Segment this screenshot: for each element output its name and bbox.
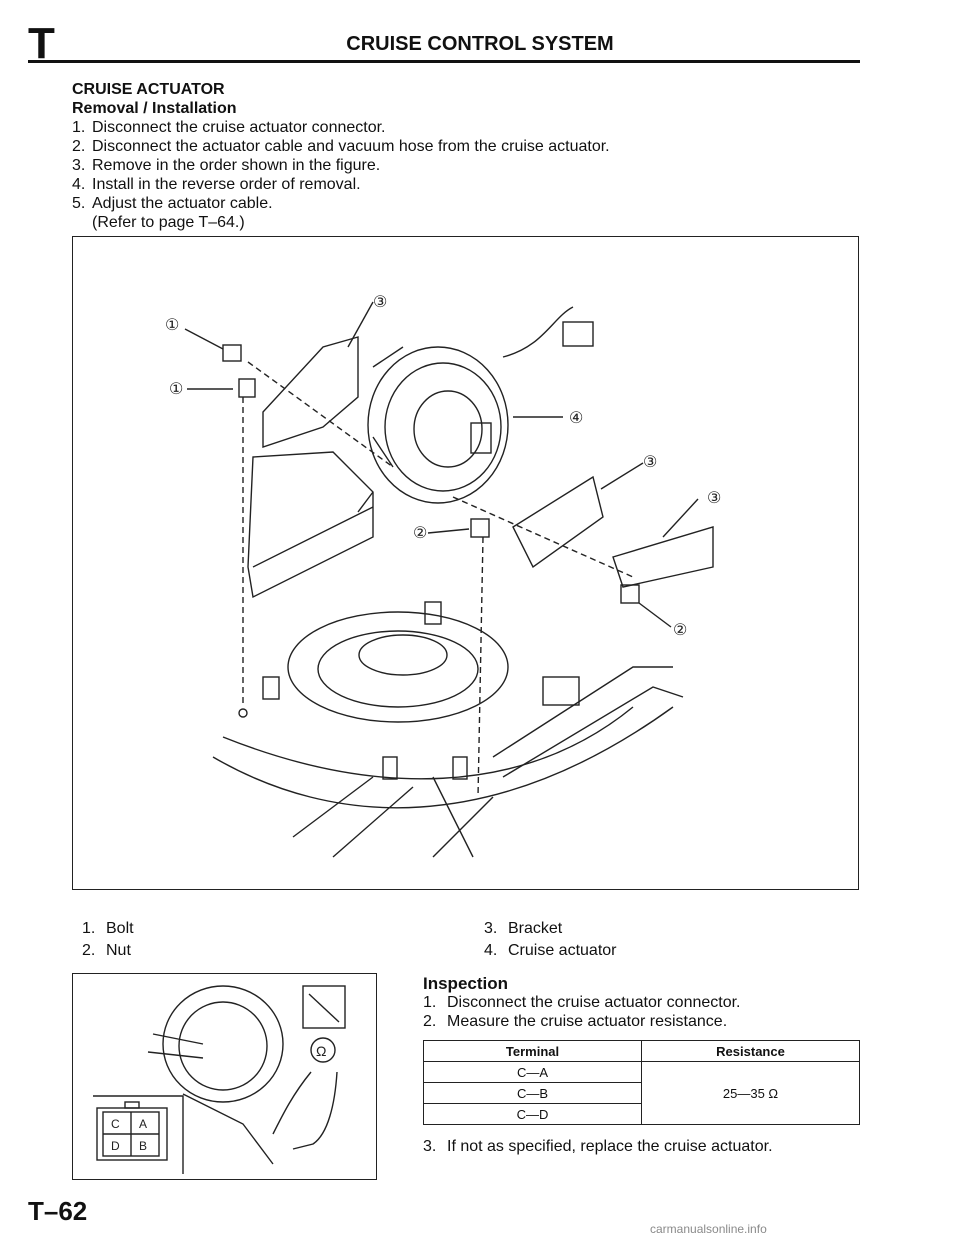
table-row: C—D (423, 1103, 860, 1125)
nut-2a (470, 518, 490, 538)
terminal-d: D (111, 1139, 120, 1153)
col-header-terminal: Terminal (423, 1040, 642, 1062)
bracket-middle (512, 475, 604, 569)
actuator-side-view (162, 985, 284, 1103)
inspection-figure: Ω C A D B (72, 973, 377, 1180)
terminal-cell: C—D (423, 1103, 642, 1125)
cruise-actuator-body (367, 346, 509, 504)
legend-item: 3.Bracket (484, 920, 563, 937)
legend-item: 1.Bolt (82, 920, 134, 937)
section-subtitle: Removal / Installation (72, 100, 237, 117)
connector-block (542, 676, 580, 706)
removal-note: (Refer to page T–64.) (92, 214, 245, 231)
inspection-step: 2.Measure the cruise actuator resistance… (423, 1013, 728, 1030)
terminal-a: A (139, 1117, 147, 1131)
inspection-final-step: 3.If not as specified, replace the cruis… (423, 1138, 773, 1155)
exploded-view-drawing: ① ① ② ② ③ ③ ③ ④ (165, 294, 721, 858)
ohmmeter-display (302, 985, 346, 1029)
bolt-1a (222, 344, 242, 362)
callout-3c: ③ (707, 490, 721, 507)
terminal-cell: C—B (423, 1082, 642, 1104)
callout-3b: ③ (643, 454, 657, 471)
nut-2b (620, 584, 640, 604)
table-header-row: Terminal Resistance (423, 1040, 860, 1062)
terminal-b: B (139, 1139, 147, 1153)
legend-item: 4.Cruise actuator (484, 942, 617, 959)
actuator-connector (562, 321, 594, 347)
watermark: carmanualsonline.info (650, 1222, 767, 1236)
callout-2a: ② (413, 525, 427, 542)
removal-step: 2.Disconnect the actuator cable and vacu… (72, 138, 610, 155)
terminal-cell: C—A (423, 1061, 642, 1083)
bracket-top (262, 336, 359, 448)
bracket-right (612, 526, 714, 588)
inspection-title: Inspection (423, 974, 509, 993)
callout-1a: ① (165, 317, 179, 334)
callout-3a: ③ (373, 294, 387, 311)
removal-step: 4.Install in the reverse order of remova… (72, 176, 361, 193)
legend-item: 2.Nut (82, 942, 131, 959)
section-title: CRUISE ACTUATOR (72, 81, 225, 98)
inspection-step: 1.Disconnect the cruise actuator connect… (423, 994, 741, 1011)
strut-tower-outer (287, 611, 509, 723)
col-header-resistance: Resistance (641, 1040, 860, 1062)
resistance-spec-table: Terminal Resistance C—A 25—35 Ω C—B C—D (423, 1040, 860, 1125)
ohmmeter-dial (310, 1037, 336, 1063)
table-row: C—A 25—35 Ω (423, 1061, 860, 1125)
legend-left: 1.Bolt 2.Nut (82, 918, 382, 962)
connector-face (96, 1101, 168, 1161)
inspection-drawing: Ω C A D B (93, 985, 346, 1174)
resistance-cell: 25—35 Ω (641, 1061, 860, 1125)
callout-4: ④ (569, 410, 583, 427)
header-rule (28, 60, 860, 63)
inspection-section: Inspection 1.Disconnect the cruise actua… (423, 974, 860, 1031)
callout-1b: ① (169, 381, 183, 398)
page-title: CRUISE CONTROL SYSTEM (346, 33, 614, 55)
section-letter: T (28, 19, 55, 68)
removal-section: CRUISE ACTUATOR Removal / Installation 1… (72, 80, 832, 232)
removal-step: 5.Adjust the actuator cable. (72, 195, 273, 212)
ohm-symbol: Ω (316, 1043, 326, 1059)
terminal-c: C (111, 1117, 120, 1131)
callout-2b: ② (673, 622, 687, 639)
removal-step: 1.Disconnect the cruise actuator connect… (72, 119, 386, 136)
bolt-1b (238, 378, 256, 398)
legend-right: 3.Bracket 4.Cruise actuator (484, 918, 784, 962)
page-number: T–62 (28, 1196, 88, 1226)
exploded-view-figure: ① ① ② ② ③ ③ ③ ④ (72, 236, 859, 890)
removal-step: 3.Remove in the order shown in the figur… (72, 157, 381, 174)
